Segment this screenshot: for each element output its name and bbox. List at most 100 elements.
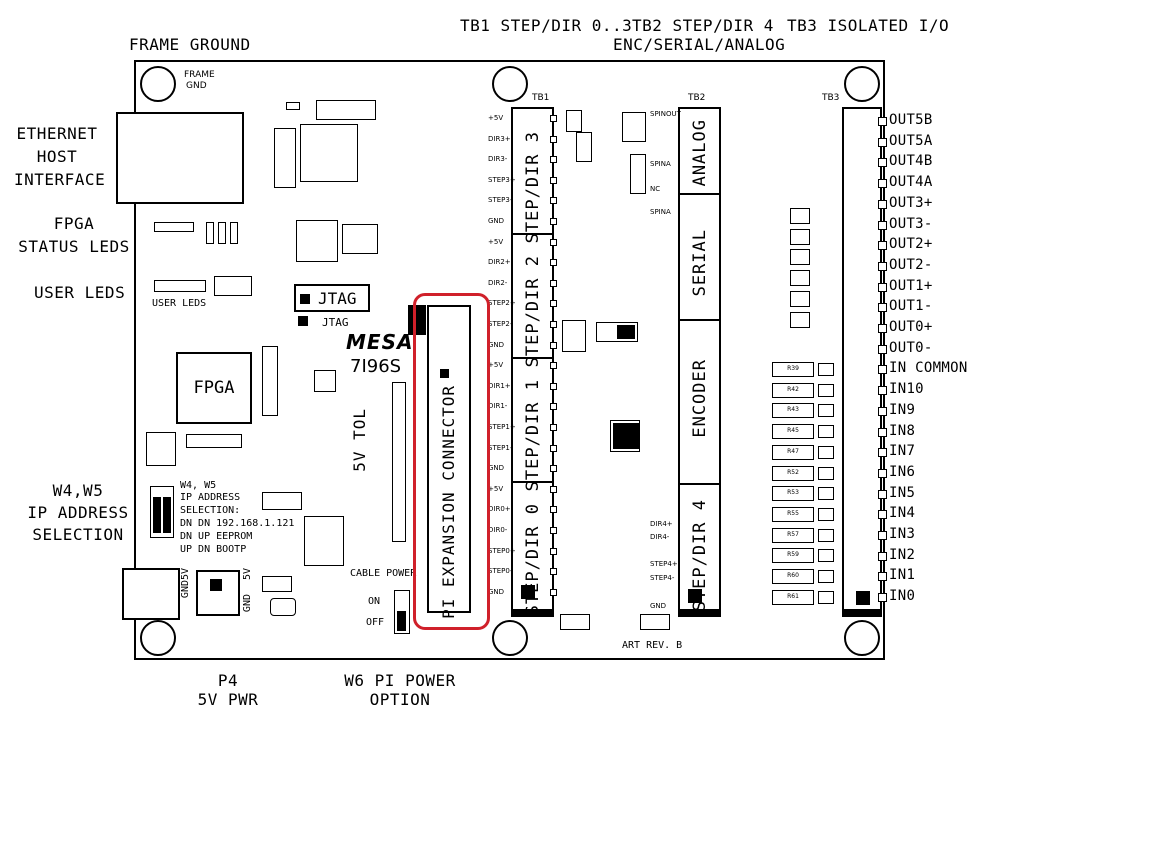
tb1-pin-terminal[interactable] — [550, 259, 557, 267]
tb3-pin-terminal[interactable] — [878, 427, 887, 437]
tb3-pin-terminal[interactable] — [878, 531, 887, 540]
jtag-small-text: JTAG — [322, 316, 349, 329]
tb1-pin-terminal[interactable] — [550, 115, 557, 122]
tb3-pin-terminal[interactable] — [878, 137, 887, 147]
tb3-pin-terminal[interactable] — [878, 261, 887, 271]
tb2-pin-label: STEP4+ — [650, 560, 678, 568]
tb1-pin-label: STEP0- — [488, 567, 513, 576]
tb3-pin-terminal[interactable] — [878, 489, 887, 499]
status-led-2 — [218, 222, 226, 244]
w6-label-1: W6 PI POWER — [344, 671, 456, 690]
tb1-pin-terminal[interactable] — [550, 382, 557, 390]
w5-jumper-cap[interactable] — [163, 497, 171, 533]
tb3-pin-terminal[interactable] — [878, 593, 887, 603]
opto-isolator — [818, 466, 834, 480]
tb3-pin-terminal[interactable] — [878, 406, 887, 416]
tb3-pin-terminal[interactable] — [878, 386, 887, 396]
opto-isolator — [818, 507, 834, 521]
w4-w5-jumper-block[interactable] — [150, 486, 174, 538]
tb1-pin-terminal[interactable] — [550, 588, 557, 596]
tb3-pin-terminal[interactable] — [878, 365, 887, 375]
tb2-pin-label: STEP4- — [650, 574, 675, 582]
output-mosfet — [790, 290, 810, 307]
tb3-pin-terminal[interactable] — [878, 117, 887, 126]
tb1-pin-terminal[interactable] — [550, 135, 557, 143]
p4-pin1-marker — [210, 579, 222, 591]
tb3-pin-label: OUT5A — [889, 132, 933, 149]
p4-5v-label: 5V — [242, 568, 253, 581]
w6-jumper-cap[interactable] — [397, 611, 406, 631]
status-led-1 — [206, 222, 214, 244]
tb3-pin-terminal[interactable] — [878, 324, 887, 333]
tb1-pin-terminal[interactable] — [550, 485, 557, 493]
resistor: R60 — [772, 569, 814, 584]
tb3-pin-terminal[interactable] — [878, 448, 887, 458]
u12-fill — [613, 423, 639, 449]
tb2-divider-1 — [680, 193, 719, 195]
w4w5-label-1: W4,W5 — [52, 481, 104, 500]
tb1-pin-terminal[interactable] — [550, 424, 557, 431]
tb3-pin-terminal[interactable] — [878, 468, 887, 478]
regulator-t — [146, 432, 176, 466]
fpga-chip: FPGA — [176, 352, 252, 424]
status-led-3 — [230, 222, 238, 244]
tb3-pin-terminal[interactable] — [878, 179, 887, 189]
tb3-pin-terminal[interactable] — [878, 282, 887, 292]
w4w5-label-2: IP ADDRESS — [27, 503, 129, 522]
tb1-pin-terminal[interactable] — [550, 547, 557, 555]
tb1-pin-terminal[interactable] — [550, 444, 557, 452]
tb1-pin-terminal[interactable] — [550, 403, 557, 411]
output-mosfet — [790, 311, 810, 328]
status-led-resistors — [154, 222, 194, 232]
output-mosfet — [790, 249, 810, 266]
tb1-pin-label: DIR3- — [488, 155, 508, 164]
tb3-pin-terminal[interactable] — [878, 220, 887, 230]
tb3-pin-label: IN0 — [889, 588, 916, 605]
tb1-pin-terminal[interactable] — [550, 362, 557, 370]
tb1-pin-label: DIR1- — [488, 402, 508, 411]
tb1-pin-terminal[interactable] — [550, 506, 557, 514]
tb1-pin-terminal[interactable] — [550, 465, 557, 473]
tb2-pin-label: DIR4- — [650, 533, 670, 541]
w4-jumper-cap[interactable] — [153, 497, 161, 533]
art-rev-text: ART REV. B — [622, 640, 683, 651]
tb3-pin-label: OUT1- — [889, 298, 933, 315]
tb1-pin-label: STEP3- — [488, 196, 513, 205]
tb3-pin-terminal[interactable] — [878, 158, 887, 168]
tb1-pin-terminal[interactable] — [550, 279, 557, 287]
w6-jumper[interactable] — [394, 590, 410, 634]
tb3-base — [842, 611, 882, 617]
tol-box: 5V TOL — [350, 408, 370, 486]
switch-w1-actuator[interactable] — [617, 325, 635, 339]
tb2-pin-label: NC — [650, 185, 661, 193]
ptc1 — [560, 614, 590, 630]
p3-power-jack[interactable] — [122, 568, 180, 620]
tb1-pin-terminal[interactable] — [550, 197, 557, 205]
tb3-pin-terminal[interactable] — [878, 510, 887, 520]
tb3-pin-terminal[interactable] — [878, 241, 887, 251]
tb1-pin-terminal[interactable] — [550, 218, 557, 225]
jtag-header: JTAG — [294, 284, 370, 312]
switch-w1[interactable] — [596, 322, 638, 342]
ip-note-4: DN DN 192.168.1.121 — [180, 518, 295, 529]
p4-gnd-label: GND — [242, 594, 253, 613]
tb2-title-line1: TB2 STEP/DIR 4 — [632, 16, 774, 35]
tb3-pin-terminal[interactable] — [878, 572, 887, 582]
tb3-pin-terminal[interactable] — [878, 551, 887, 561]
tb1-base — [511, 611, 554, 617]
tb1-pin-terminal[interactable] — [550, 341, 557, 349]
tb1-pin-terminal[interactable] — [550, 568, 557, 576]
resistor: R52 — [772, 465, 814, 481]
tb3-pin-terminal[interactable] — [878, 303, 887, 313]
ptc2 — [640, 614, 670, 630]
tb1-pin-terminal[interactable] — [550, 300, 557, 308]
tb3-pin-terminal[interactable] — [878, 199, 887, 209]
tb1-pin-terminal[interactable] — [550, 238, 557, 246]
tb1-pin-terminal[interactable] — [550, 321, 557, 328]
tb1-pin-terminal[interactable] — [550, 176, 557, 184]
tb1-pin-terminal[interactable] — [550, 156, 557, 164]
tb3-pin-terminal[interactable] — [878, 344, 887, 354]
pi-expansion-connector[interactable]: PI EXPANSION CONNECTOR — [427, 305, 471, 619]
tb1-pin-terminal[interactable] — [550, 527, 557, 534]
p4-power-connector[interactable] — [196, 570, 240, 616]
